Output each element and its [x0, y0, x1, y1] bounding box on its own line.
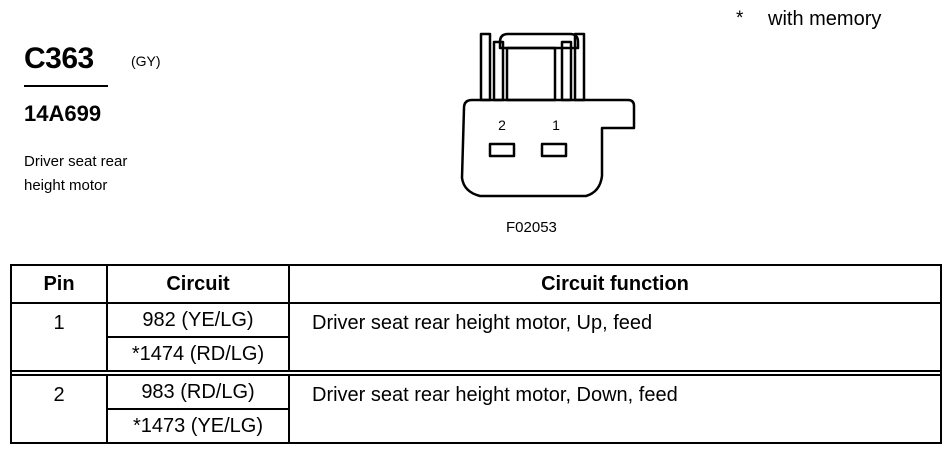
pin-cavity-1 — [540, 142, 568, 158]
table-row: 1 982 (YE/LG) Driver seat rear height mo… — [10, 302, 942, 372]
pin-label-2: 2 — [498, 117, 506, 133]
connector-post-left-outer — [479, 32, 492, 102]
table-row: *1473 (YE/LG) — [11, 408, 941, 444]
pin-number: 1 — [10, 302, 108, 372]
note-asterisk: * — [736, 8, 744, 29]
figure-code: F02053 — [506, 219, 557, 236]
connector-latch — [498, 32, 580, 50]
table-row: *1474 (RD/LG) — [11, 336, 941, 372]
connector-id-underline — [24, 85, 108, 87]
connector-id: C363 — [24, 42, 94, 75]
column-header-function: Circuit function — [288, 264, 942, 304]
connector-post-left-inner — [492, 40, 505, 102]
connector-body — [460, 98, 636, 198]
circuit-value: 982 (YE/LG) — [106, 302, 290, 338]
connector-center-guide — [505, 46, 557, 102]
connector-post-right-inner — [560, 40, 573, 102]
connector-post-right-outer — [573, 32, 586, 102]
description-line-2: height motor — [24, 177, 108, 194]
pin-number: 2 — [10, 374, 108, 444]
column-header-circuit: Circuit — [106, 264, 290, 304]
connector-face-diagram: 2 1 — [460, 32, 636, 198]
circuit-value: *1474 (RD/LG) — [106, 336, 290, 372]
description-line-1: Driver seat rear — [24, 153, 128, 170]
circuit-function: Driver seat rear height motor, Up, feed — [288, 302, 942, 372]
note-text: with memory — [768, 8, 882, 30]
table-header-row: Pin Circuit Circuit function — [10, 264, 942, 304]
pin-label-1: 1 — [552, 117, 560, 133]
circuit-value: 983 (RD/LG) — [106, 374, 290, 410]
row-separator — [10, 370, 942, 376]
table-row: 2 983 (RD/LG) Driver seat rear height mo… — [10, 374, 942, 444]
circuit-function: Driver seat rear height motor, Down, fee… — [288, 374, 942, 444]
pin-cavity-2 — [488, 142, 516, 158]
part-number: 14A699 — [24, 101, 102, 126]
column-header-pin: Pin — [10, 264, 108, 304]
pin-table: Pin Circuit Circuit function 1 982 (YE/L… — [10, 264, 942, 444]
connector-color-code: (GY) — [131, 53, 161, 69]
circuit-value: *1473 (YE/LG) — [106, 408, 290, 444]
